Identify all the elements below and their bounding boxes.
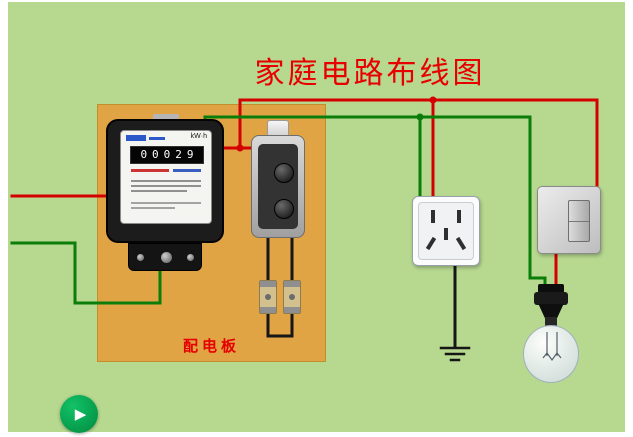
wall-switch [537, 186, 601, 254]
fuse-cap [284, 307, 300, 313]
fuse-cap [284, 281, 300, 287]
meter-text-line [131, 180, 201, 182]
meter-text-line-red [131, 169, 169, 172]
bulb-holder-body [534, 292, 568, 305]
fuse-cap [260, 281, 276, 287]
meter-reading: 00029 [140, 148, 199, 161]
socket-hole-top-right [457, 210, 461, 223]
meter-text-line [131, 185, 201, 187]
page-title: 家庭电路布线图 [254, 57, 486, 90]
bulb-neck [545, 317, 557, 327]
meter-terminal-box [128, 243, 202, 271]
socket-hole-earth [444, 228, 448, 240]
fuse-screw [265, 294, 271, 300]
wall-switch-rocker [568, 200, 590, 242]
meter-text-line-blue [173, 169, 201, 172]
knife-switch-panel [258, 144, 298, 229]
fuse-2 [283, 280, 301, 314]
fuse-screw [289, 294, 295, 300]
fuse-1 [259, 280, 277, 314]
socket-hole-top-left [431, 210, 435, 223]
terminal-screw [187, 254, 194, 261]
knife-switch-knob-2 [274, 199, 294, 219]
knife-switch-knob-1 [274, 163, 294, 183]
terminal-screw [137, 254, 144, 261]
play-icon: ▶ [74, 405, 87, 423]
meter-face: kW·h 00029 [120, 130, 212, 224]
fuse-cap [260, 307, 276, 313]
bulb-filament [542, 332, 562, 362]
bulb-holder-cap [538, 284, 564, 293]
knife-switch [251, 135, 305, 238]
electric-meter: kW·h 00029 [106, 119, 224, 243]
meter-text-line [131, 207, 175, 209]
meter-text-line [131, 190, 187, 192]
play-button[interactable]: ▶ [60, 395, 98, 433]
terminal-screw [161, 252, 172, 263]
meter-register-display: 00029 [130, 146, 204, 164]
meter-text-line [131, 202, 201, 204]
meter-brand-mark [126, 135, 146, 141]
bulb-holder-cone [538, 304, 564, 318]
bulb-glass [523, 325, 579, 383]
meter-mounting-tab [153, 114, 179, 122]
distribution-board-label: 配电板 [182, 339, 240, 355]
socket-plate [418, 202, 474, 260]
socket-hole-bottom-right [455, 236, 467, 251]
socket-hole-bottom-left [425, 236, 437, 251]
meter-unit-label: kW·h [190, 133, 207, 140]
rocker-divider [569, 221, 589, 222]
power-socket [412, 196, 480, 266]
meter-brand-mark-2 [149, 137, 165, 140]
